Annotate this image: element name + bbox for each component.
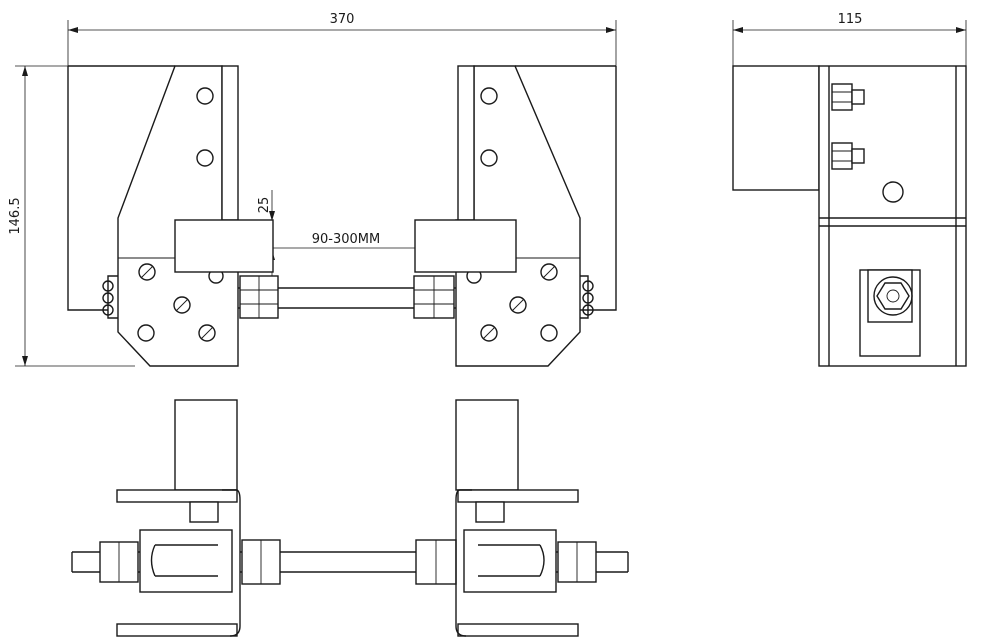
screw-icon [509, 296, 527, 314]
nut-icon [239, 275, 279, 319]
nut-icon [557, 541, 597, 583]
side-view [732, 65, 967, 367]
bolt-icon [475, 501, 505, 523]
bolt-icon [189, 501, 219, 523]
dimension-label-146-5: 146.5 [8, 197, 23, 234]
nut-icon [413, 275, 455, 319]
screw-icon [480, 324, 498, 342]
bolt-icon [831, 83, 865, 111]
nut-icon [415, 539, 457, 585]
bolt-icon [831, 142, 865, 170]
nut-icon [99, 541, 139, 583]
nut-icon [241, 539, 281, 585]
left-plate [174, 219, 274, 273]
front-view [67, 65, 617, 367]
screw-icon [198, 324, 216, 342]
screw-icon [540, 263, 558, 281]
screw-icon [173, 296, 191, 314]
dimension-label-370: 370 [330, 12, 355, 27]
top-view [71, 399, 629, 637]
dimension-label-115: 115 [838, 12, 863, 27]
dimension-label-range: 90-300MM [312, 232, 380, 247]
right-plate [414, 219, 517, 273]
left-jaw [102, 65, 239, 367]
hex-bolt-icon [859, 269, 921, 357]
right-jaw [455, 65, 594, 367]
dimension-side-width: 115 [732, 12, 967, 66]
screw-icon [138, 263, 156, 281]
dimension-label-25: 25 [257, 197, 272, 214]
